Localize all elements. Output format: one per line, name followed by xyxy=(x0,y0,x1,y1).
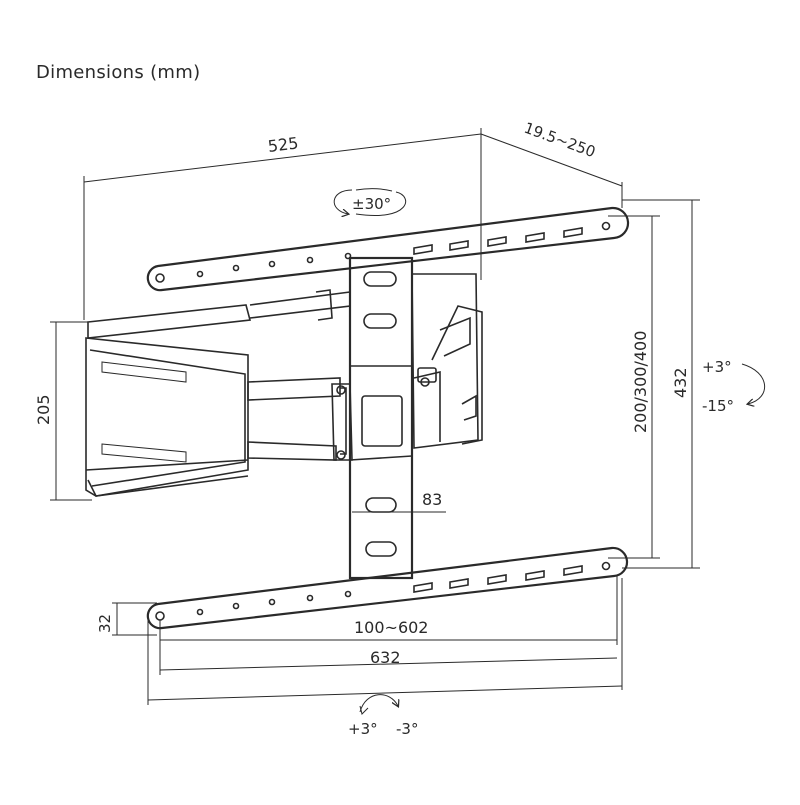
swivel-label: ±30° xyxy=(352,195,391,213)
dim-rail-height: 32 xyxy=(96,614,114,633)
dim-depth-width: 525 xyxy=(267,133,300,156)
tv-bracket-right xyxy=(411,273,483,449)
diagram-title: Dimensions (mm) xyxy=(36,62,201,83)
tilt-down-label: -15° xyxy=(702,397,734,415)
tilt-up-label: +3° xyxy=(702,358,732,376)
level-arrow-icon xyxy=(359,694,398,715)
level-plus-label: +3° xyxy=(348,720,378,738)
tilt-arrow-icon xyxy=(741,363,766,404)
dim-wall-depth: 19.5~250 xyxy=(522,119,598,161)
wall-plate xyxy=(85,289,351,497)
dim-vesa-horizontal: 100~602 xyxy=(354,618,428,637)
dim-vesa-vertical: 200/300/400 xyxy=(631,331,650,433)
swivel-arrow-icon xyxy=(333,188,407,216)
bottom-rail xyxy=(146,546,629,630)
center-column xyxy=(348,256,414,580)
dim-overall-width: 632 xyxy=(370,648,401,667)
dim-column-width: 83 xyxy=(422,490,442,509)
dimension-lines xyxy=(50,128,700,705)
dim-overall-height: 432 xyxy=(671,367,690,398)
top-rail xyxy=(146,206,630,292)
level-minus-label: -3° xyxy=(396,720,418,738)
dim-plate-height: 205 xyxy=(34,394,53,425)
articulating-arm xyxy=(247,377,353,461)
